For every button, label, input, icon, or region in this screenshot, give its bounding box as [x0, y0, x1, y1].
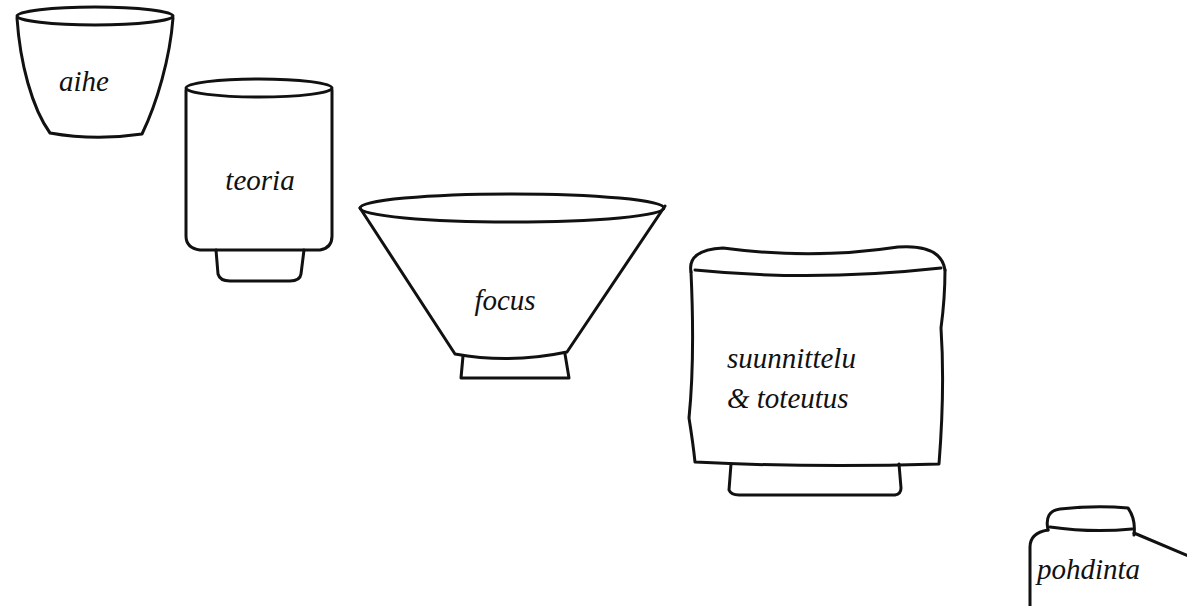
vessel-label: focus	[474, 280, 535, 320]
vessel-rim	[186, 79, 332, 97]
vessel-line	[729, 464, 901, 495]
vessel-node: focus	[355, 186, 671, 386]
vessel-label: aihe	[59, 61, 109, 101]
vessel-label: suunnittelu & toteutus	[727, 338, 877, 418]
vessel-line	[1047, 507, 1134, 535]
vessel-line	[461, 354, 569, 378]
vessel-line	[216, 250, 304, 281]
vessel-line	[695, 268, 941, 276]
vessel-node: teoria	[180, 76, 338, 288]
vessel-label: pohdinta	[1037, 549, 1140, 589]
vessel-node: pohdinta	[1016, 503, 1187, 606]
vessel-rim	[360, 194, 664, 222]
vessel-line	[691, 247, 945, 272]
vessel-line	[1050, 527, 1132, 531]
vessel-node: suunnittelu & toteutus	[683, 238, 955, 500]
vessel-label: teoria	[225, 160, 294, 200]
vessel-line	[186, 90, 332, 250]
vessel-line	[1134, 533, 1187, 557]
vessel-rim	[17, 7, 173, 25]
vessel-line	[17, 18, 173, 137]
vessel-line	[689, 270, 945, 466]
vessel-line	[360, 206, 665, 359]
vessel-node: aihe	[12, 3, 178, 143]
